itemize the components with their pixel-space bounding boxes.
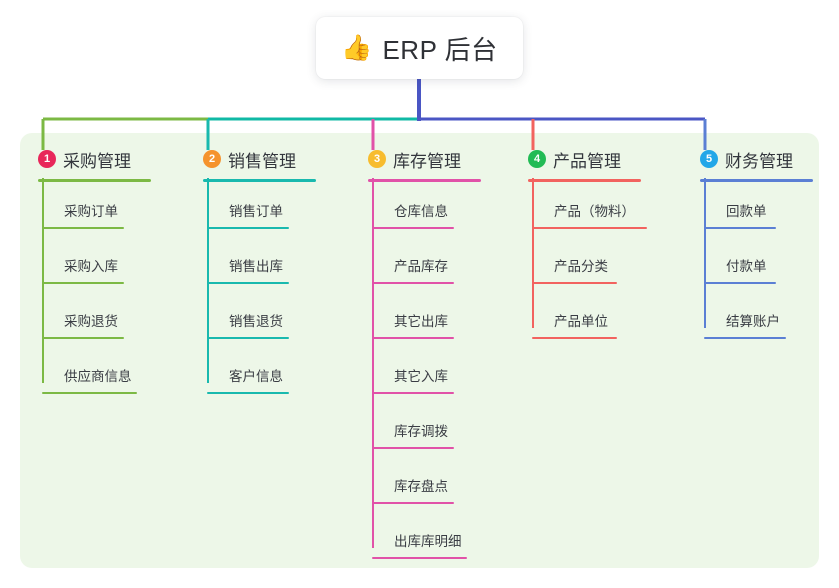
leaf-label: 客户信息 bbox=[229, 369, 283, 384]
leaf-item[interactable]: 产品单位 bbox=[528, 310, 617, 339]
leaf-label: 产品库存 bbox=[394, 259, 448, 274]
leaf-rule bbox=[42, 337, 124, 339]
column-title-5: 财务管理 bbox=[725, 151, 793, 171]
leaf-rule bbox=[372, 447, 454, 449]
leaf-rule bbox=[207, 337, 289, 339]
leaf-rule bbox=[42, 227, 124, 229]
leaf-rule bbox=[704, 337, 786, 339]
column-title-1: 采购管理 bbox=[63, 151, 131, 171]
column-badge-2: 2 bbox=[203, 150, 221, 168]
column-4: 4 产品管理产品（物料） 产品分类产品单位 bbox=[528, 146, 647, 339]
leaf-item[interactable]: 付款单 bbox=[700, 255, 776, 284]
column-3: 3 库存管理仓库信息产品库存其它出库其它入库库存调拨库存盘点出库库明细 bbox=[368, 146, 481, 559]
leaf-item[interactable]: 其它入库 bbox=[368, 365, 454, 394]
leaf-item[interactable]: 库存调拨 bbox=[368, 420, 454, 449]
leaf-item[interactable]: 结算账户 bbox=[700, 310, 786, 339]
leaf-label: 供应商信息 bbox=[64, 369, 132, 384]
column-title-4: 产品管理 bbox=[553, 151, 621, 171]
column-header-rule-5 bbox=[700, 179, 813, 182]
column-header-rule-3 bbox=[368, 179, 481, 182]
leaf-label: 产品分类 bbox=[554, 259, 608, 274]
column-badge-3: 3 bbox=[368, 150, 386, 168]
column-5: 5 财务管理回款单付款单结算账户 bbox=[700, 146, 813, 339]
leaf-label: 采购订单 bbox=[64, 204, 118, 219]
column-badge-1: 1 bbox=[38, 150, 56, 168]
leaf-label: 库存调拨 bbox=[394, 424, 448, 439]
leaf-rule bbox=[42, 392, 137, 394]
leaf-item[interactable]: 销售出库 bbox=[203, 255, 289, 284]
leaf-rule bbox=[42, 282, 124, 284]
leaf-rule bbox=[532, 337, 617, 339]
column-header-1[interactable]: 1 采购管理 bbox=[38, 146, 151, 172]
column-title-3: 库存管理 bbox=[393, 151, 461, 171]
leaf-label: 结算账户 bbox=[726, 314, 780, 329]
leaf-rule bbox=[372, 502, 454, 504]
column-2: 2 销售管理销售订单销售出库销售退货客户信息 bbox=[203, 146, 316, 394]
branches-panel bbox=[20, 133, 819, 568]
leaf-rule bbox=[372, 392, 454, 394]
leaf-rule bbox=[532, 227, 647, 229]
leaf-label: 出库库明细 bbox=[394, 534, 462, 549]
column-header-rule-4 bbox=[528, 179, 641, 182]
root-node-title: ERP 后台 bbox=[382, 34, 498, 65]
leaf-rule bbox=[532, 282, 617, 284]
column-badge-4: 4 bbox=[528, 150, 546, 168]
root-node[interactable]: 👍 ERP 后台 bbox=[316, 17, 523, 79]
leaf-item[interactable]: 其它出库 bbox=[368, 310, 454, 339]
leaf-label: 采购退货 bbox=[64, 314, 118, 329]
column-1: 1 采购管理采购订单采购入库采购退货供应商信息 bbox=[38, 146, 151, 394]
leaf-item[interactable]: 供应商信息 bbox=[38, 365, 137, 394]
leaf-rule bbox=[207, 392, 289, 394]
leaf-item[interactable]: 采购订单 bbox=[38, 200, 124, 229]
root-node-content: 👍 ERP 后台 bbox=[341, 30, 497, 67]
leaf-rule bbox=[704, 227, 776, 229]
thumbs-up-icon: 👍 bbox=[341, 33, 373, 62]
leaf-item[interactable]: 产品库存 bbox=[368, 255, 454, 284]
leaf-item[interactable]: 销售订单 bbox=[203, 200, 289, 229]
leaf-item[interactable]: 采购退货 bbox=[38, 310, 124, 339]
leaf-label: 其它入库 bbox=[394, 369, 448, 384]
leaf-item[interactable]: 销售退货 bbox=[203, 310, 289, 339]
leaf-label: 产品（物料） bbox=[554, 204, 635, 219]
leaf-item[interactable]: 仓库信息 bbox=[368, 200, 454, 229]
leaf-rule bbox=[372, 337, 454, 339]
leaf-item[interactable]: 出库库明细 bbox=[368, 530, 467, 559]
column-badge-5: 5 bbox=[700, 150, 718, 168]
leaf-item[interactable]: 回款单 bbox=[700, 200, 776, 229]
leaf-label: 仓库信息 bbox=[394, 204, 448, 219]
leaf-label: 其它出库 bbox=[394, 314, 448, 329]
leaf-label: 销售出库 bbox=[229, 259, 283, 274]
column-header-rule-2 bbox=[203, 179, 316, 182]
leaf-item[interactable]: 库存盘点 bbox=[368, 475, 454, 504]
leaf-item[interactable]: 产品（物料） bbox=[528, 200, 647, 229]
column-header-2[interactable]: 2 销售管理 bbox=[203, 146, 316, 172]
leaf-label: 销售订单 bbox=[229, 204, 283, 219]
leaf-rule bbox=[372, 227, 454, 229]
column-title-2: 销售管理 bbox=[228, 151, 296, 171]
leaf-item[interactable]: 产品分类 bbox=[528, 255, 617, 284]
column-header-3[interactable]: 3 库存管理 bbox=[368, 146, 481, 172]
leaf-label: 销售退货 bbox=[229, 314, 283, 329]
leaf-label: 库存盘点 bbox=[394, 479, 448, 494]
leaf-label: 产品单位 bbox=[554, 314, 608, 329]
leaf-rule bbox=[704, 282, 776, 284]
leaf-rule bbox=[372, 557, 467, 559]
leaf-label: 采购入库 bbox=[64, 259, 118, 274]
leaf-rule bbox=[207, 227, 289, 229]
leaf-label: 回款单 bbox=[726, 204, 767, 219]
leaf-rule bbox=[372, 282, 454, 284]
leaf-rule bbox=[207, 282, 289, 284]
column-header-5[interactable]: 5 财务管理 bbox=[700, 146, 813, 172]
leaf-item[interactable]: 采购入库 bbox=[38, 255, 124, 284]
leaf-label: 付款单 bbox=[726, 259, 767, 274]
leaf-item[interactable]: 客户信息 bbox=[203, 365, 289, 394]
column-header-4[interactable]: 4 产品管理 bbox=[528, 146, 641, 172]
column-header-rule-1 bbox=[38, 179, 151, 182]
